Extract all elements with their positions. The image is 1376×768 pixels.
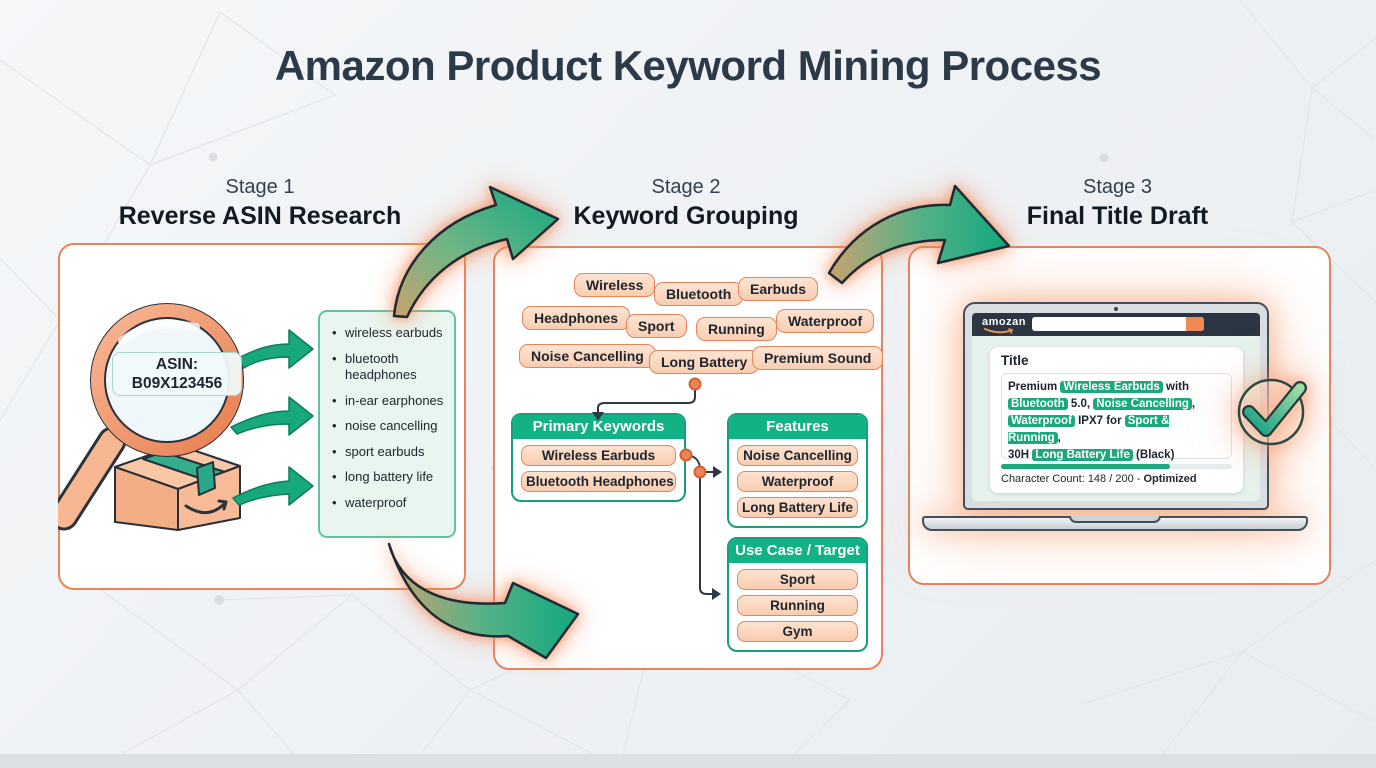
amazon-navbar: amozan xyxy=(972,313,1260,336)
keyword-item: in-ear earphones xyxy=(332,393,444,410)
title-text: IPX7 for xyxy=(1074,415,1125,427)
stage1-name: Reverse ASIN Research xyxy=(118,202,402,230)
keyword-chip: Wireless xyxy=(574,273,656,297)
group-keyword-chip: Waterproof xyxy=(737,471,858,492)
char-count-progress-fill xyxy=(1001,464,1170,469)
keyword-item: long battery life xyxy=(332,469,444,486)
group-keyword-chip: Gym xyxy=(737,621,858,642)
title-keyword-highlight: Bluetooth xyxy=(1008,398,1068,410)
title-text: (Black) xyxy=(1132,449,1175,461)
keyword-chip: Sport xyxy=(626,314,687,338)
title-text: , xyxy=(1191,398,1196,410)
asin-tag-value: B09X123456 xyxy=(131,375,223,392)
group-keyword-chip: Wireless Earbuds xyxy=(521,445,676,466)
laptop-base-notch xyxy=(1069,516,1161,523)
stage3-label: Stage 3 xyxy=(1083,176,1152,198)
stage2-name: Keyword Grouping xyxy=(573,202,799,230)
keyword-item: wireless earbuds xyxy=(332,325,444,342)
amazon-logo-smile-icon xyxy=(984,328,1013,334)
group-keyword-chip: Sport xyxy=(737,569,858,590)
stage2-label: Stage 2 xyxy=(651,176,721,198)
title-text: 30H xyxy=(1008,449,1033,461)
group-primary-title: Primary Keywords xyxy=(513,415,684,439)
title-keyword-highlight: Wireless Earbuds xyxy=(1060,381,1163,393)
extracted-keywords-box: wireless earbuds bluetooth headphones in-e… xyxy=(318,310,456,538)
title-text: Premium xyxy=(1008,381,1061,393)
extracted-keywords-list: wireless earbuds bluetooth headphones in-e… xyxy=(332,325,444,511)
group-features-title: Features xyxy=(729,415,866,439)
group-use-case-title: Use Case / Target xyxy=(729,539,866,563)
group-keyword-chip: Long Battery Life xyxy=(737,497,858,518)
title-text: , xyxy=(1057,432,1061,444)
title-text: 5.0, xyxy=(1067,398,1094,410)
keyword-chip: Long Battery xyxy=(649,350,760,374)
keyword-chip: Headphones xyxy=(522,306,631,330)
keyword-chip: Noise Cancelling xyxy=(519,344,656,368)
char-count-text: Character Count: 148 / 200 - Optimized xyxy=(1001,473,1197,485)
group-keyword-chip: Noise Cancelling xyxy=(737,445,858,466)
laptop-base xyxy=(922,516,1308,531)
char-count-prefix: Character Count: 148 / 200 - xyxy=(1001,473,1144,485)
page-title: Amazon Product Keyword Mining Process xyxy=(274,42,1102,89)
keyword-item: noise cancelling xyxy=(332,418,444,435)
search-input xyxy=(1032,317,1204,331)
check-icon xyxy=(1237,378,1307,446)
keyword-chip: Waterproof xyxy=(776,309,875,333)
title-keyword-highlight: Long Battery Life xyxy=(1032,449,1133,461)
group-keyword-chip: Bluetooth Headphones xyxy=(521,471,676,492)
keyword-chip: Bluetooth xyxy=(654,282,744,306)
amazon-logo: amozan xyxy=(982,316,1026,328)
bottom-strip xyxy=(0,754,1376,768)
group-keyword-chip: Running xyxy=(737,595,858,616)
char-count-progress-track xyxy=(1001,464,1232,469)
title-keyword-highlight: Noise Cancelling xyxy=(1093,398,1192,410)
char-count-status: Optimized xyxy=(1143,473,1197,485)
keyword-item: waterproof xyxy=(332,495,444,512)
keyword-chip: Premium Sound xyxy=(752,346,884,370)
title-text: with xyxy=(1162,381,1190,393)
keyword-item: sport earbuds xyxy=(332,444,444,461)
keyword-chip: Earbuds xyxy=(738,277,819,301)
stage1-label: Stage 1 xyxy=(225,176,295,198)
keyword-chip: Running xyxy=(696,317,777,341)
title-keyword-highlight: Waterproof xyxy=(1008,415,1075,427)
keyword-item: bluetooth headphones xyxy=(332,351,444,384)
webcam-dot-icon xyxy=(1114,307,1118,311)
stage3-name: Final Title Draft xyxy=(1026,202,1209,230)
search-button xyxy=(1186,317,1204,331)
asin-tag-label: ASIN: xyxy=(155,355,199,373)
asin-tag: ASIN: B09X123456 xyxy=(112,352,242,396)
laptop-illustration: amozan Title Premium Wireless Earbuds wi… xyxy=(920,296,1312,536)
title-field-label: Title xyxy=(1001,353,1029,368)
